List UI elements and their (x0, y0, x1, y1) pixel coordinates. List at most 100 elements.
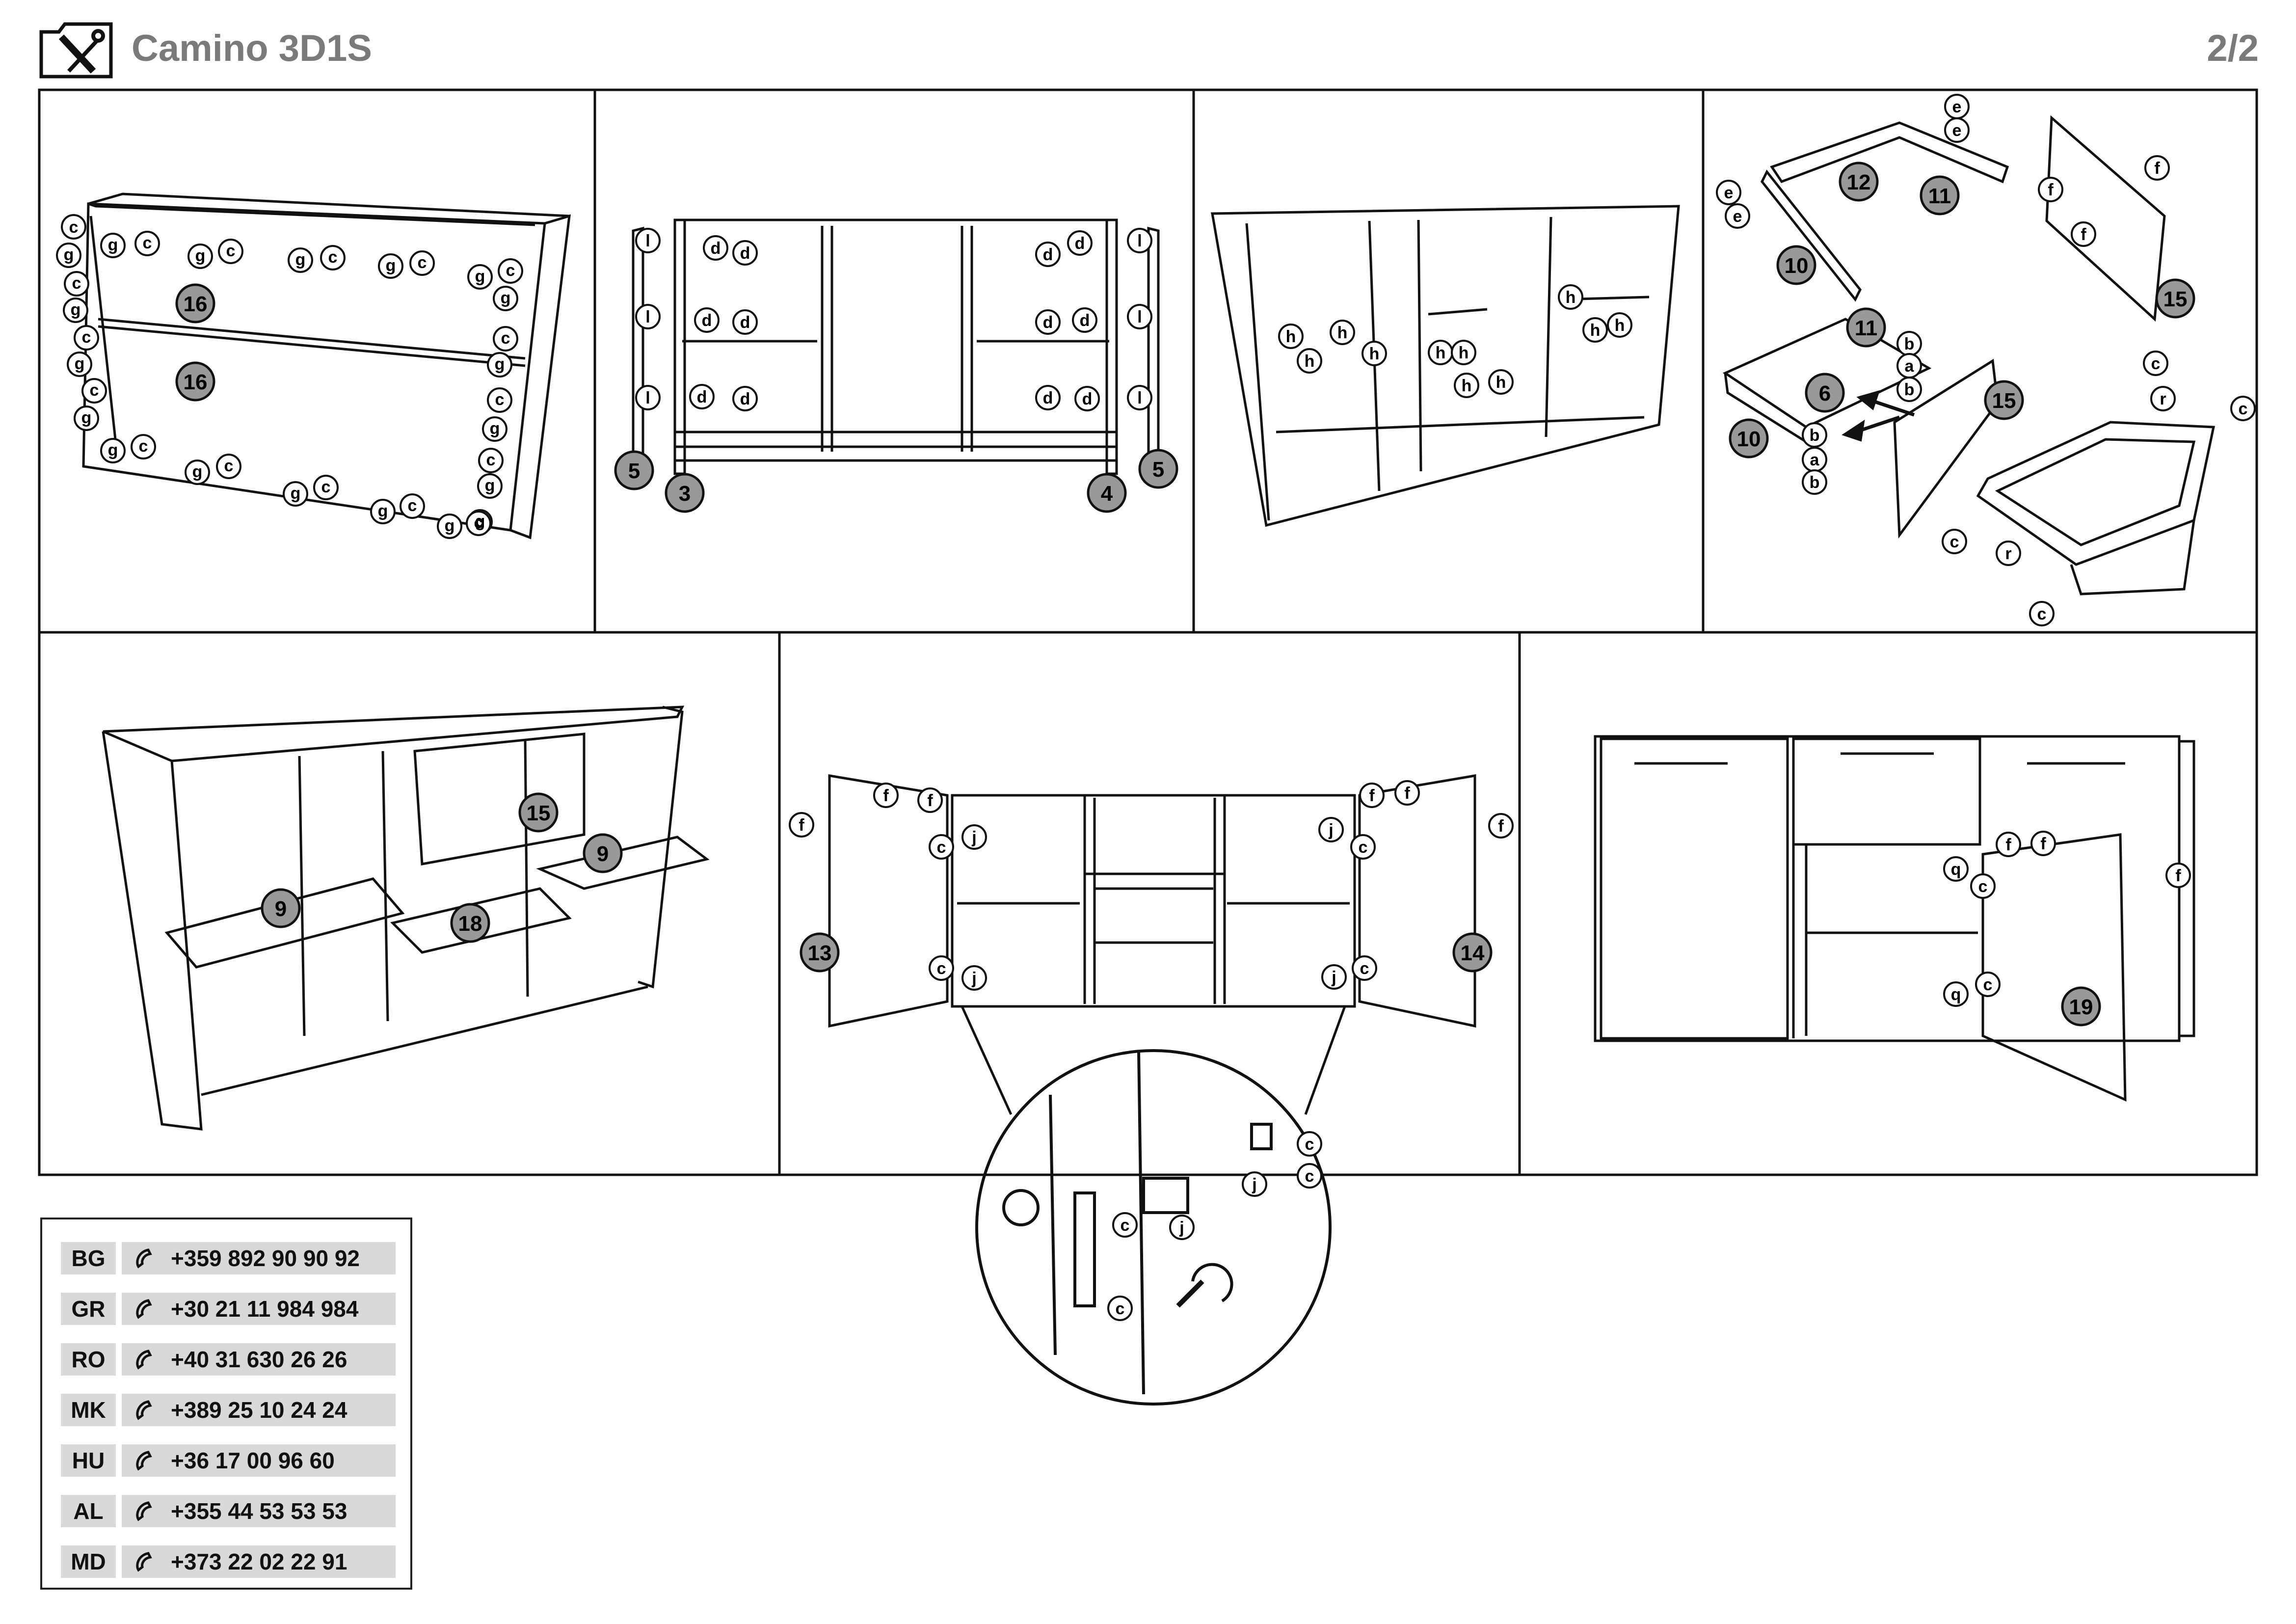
svg-text:c: c (2151, 354, 2161, 373)
step7-fittings (1943, 831, 2191, 1007)
svg-text:f: f (927, 791, 933, 810)
svg-text:q: q (1951, 860, 1961, 879)
country-code: GR (61, 1293, 116, 1325)
svg-text:b: b (1904, 380, 1915, 399)
svg-text:9: 9 (597, 842, 609, 866)
svg-text:j: j (971, 969, 976, 988)
phone-number[interactable]: +389 25 10 24 24 (171, 1397, 347, 1423)
contact-row: HU +36 17 00 96 60 (61, 1444, 396, 1477)
svg-text:r: r (2160, 390, 2166, 408)
svg-text:q: q (1951, 985, 1961, 1004)
contact-row: AL +355 44 53 53 53 (61, 1495, 396, 1527)
svg-text:h: h (1286, 327, 1296, 346)
phone-icon (136, 1400, 152, 1420)
svg-text:g: g (108, 441, 118, 460)
svg-text:l: l (1137, 389, 1142, 407)
phone-icon (136, 1299, 152, 1319)
step3-fitting-text: h h h h h h h h h h h (1286, 288, 1625, 395)
svg-text:f: f (2175, 866, 2181, 885)
step4-fitting-text: e e e e f f f b a b b a b c r c c r c (1724, 98, 2248, 623)
svg-text:c: c (1983, 975, 1993, 994)
svg-text:4: 4 (1101, 482, 1113, 506)
step2-part-labels: 5 3 4 5 (615, 450, 1177, 512)
svg-text:c: c (506, 261, 515, 280)
phone-number[interactable]: +40 31 630 26 26 (171, 1347, 347, 1372)
svg-text:g: g (485, 476, 495, 495)
part-label-text: 16 (184, 370, 208, 394)
svg-text:f: f (2081, 225, 2086, 244)
country-code: RO (61, 1343, 116, 1376)
step6-drawing (828, 774, 1476, 1115)
part-label-text: 16 (184, 292, 208, 316)
svg-text:c: c (1978, 877, 1988, 896)
svg-text:c: c (143, 234, 152, 252)
step1-drawing (82, 192, 571, 540)
svg-text:h: h (1459, 344, 1469, 362)
svg-text:c: c (90, 381, 99, 400)
svg-text:10: 10 (1785, 254, 1809, 278)
svg-text:13: 13 (808, 941, 832, 965)
svg-text:l: l (645, 389, 650, 407)
svg-text:e: e (1952, 121, 1962, 140)
phone-number[interactable]: +359 892 90 90 92 (171, 1245, 360, 1271)
svg-text:g: g (475, 512, 485, 531)
svg-text:l: l (645, 308, 650, 326)
svg-text:j: j (1252, 1175, 1256, 1194)
phone-cell: +30 21 11 984 984 (122, 1293, 396, 1325)
phone-cell: +373 22 02 22 91 (122, 1545, 396, 1578)
svg-text:l: l (1137, 308, 1142, 326)
svg-text:c: c (418, 253, 427, 272)
phone-number[interactable]: +355 44 53 53 53 (171, 1498, 347, 1524)
svg-text:5: 5 (1152, 458, 1164, 482)
tools-icon (39, 22, 113, 79)
svg-text:c: c (224, 457, 234, 475)
svg-text:a: a (1905, 357, 1915, 376)
step5-drawing (102, 705, 710, 1131)
svg-text:b: b (1904, 335, 1915, 353)
svg-text:g: g (501, 289, 511, 307)
svg-text:g: g (195, 246, 206, 265)
step4-part-labels: 12 11 10 15 11 6 10 15 (1730, 163, 2194, 457)
svg-text:h: h (1436, 344, 1446, 362)
svg-text:d: d (1082, 390, 1093, 408)
svg-text:c: c (1305, 1135, 1314, 1154)
step6-fitting-text: f f f c j c j f f f j c j c (799, 784, 1504, 988)
svg-text:c: c (2239, 400, 2248, 418)
document-title: Camino 3D1S (132, 27, 372, 69)
svg-text:f: f (2005, 836, 2011, 854)
svg-text:h: h (1337, 324, 1348, 342)
svg-text:h: h (1496, 373, 1506, 392)
svg-text:f: f (1404, 784, 1410, 803)
svg-text:c: c (408, 496, 417, 515)
svg-text:g: g (71, 300, 81, 319)
country-code: MK (61, 1394, 116, 1426)
phone-cell: +355 44 53 53 53 (122, 1495, 396, 1527)
svg-text:b: b (1810, 426, 1820, 445)
svg-text:9: 9 (275, 897, 287, 921)
svg-text:6: 6 (1819, 381, 1831, 406)
svg-text:c: c (1121, 1216, 1130, 1235)
svg-text:10: 10 (1737, 427, 1761, 451)
svg-text:e: e (1724, 184, 1734, 202)
phone-cell: +36 17 00 96 60 (122, 1444, 396, 1477)
svg-text:d: d (697, 388, 707, 406)
step2-fitting-text: l l l l l l d d d d d d d d d d d d (645, 232, 1142, 408)
country-code: HU (61, 1444, 116, 1477)
svg-text:f: f (799, 816, 804, 835)
svg-text:g: g (291, 484, 301, 503)
svg-text:r: r (2005, 544, 2011, 563)
svg-text:c: c (937, 959, 946, 978)
step6-fittings (789, 780, 1514, 991)
svg-text:c: c (1359, 838, 1368, 857)
phone-number[interactable]: +373 22 02 22 91 (171, 1549, 347, 1574)
svg-text:j: j (971, 828, 976, 847)
step3-drawing (1211, 205, 1680, 527)
svg-text:g: g (378, 502, 388, 520)
phone-number[interactable]: +30 21 11 984 984 (171, 1296, 359, 1322)
contact-row: GR +30 21 11 984 984 (61, 1293, 396, 1325)
phone-number[interactable]: +36 17 00 96 60 (171, 1448, 335, 1473)
svg-text:e: e (1733, 207, 1742, 226)
svg-text:h: h (1615, 316, 1625, 335)
svg-text:f: f (883, 786, 889, 805)
